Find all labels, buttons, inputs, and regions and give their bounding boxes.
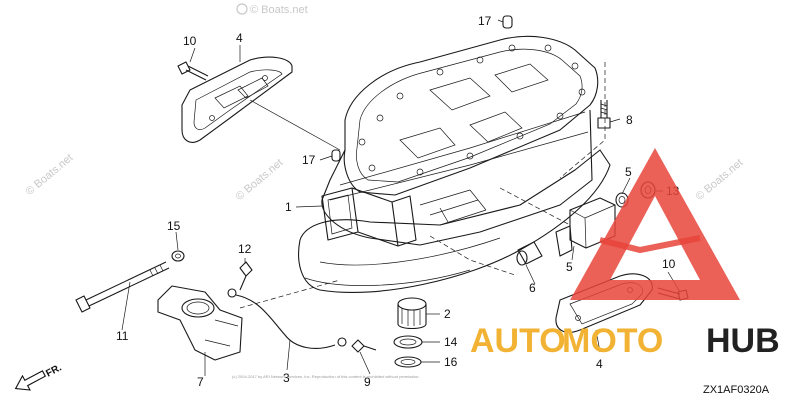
callout-9: 9 (364, 375, 371, 389)
long-bolt-11 (75, 261, 170, 313)
bolt-12 (239, 261, 253, 291)
cap-17-top (502, 15, 513, 29)
callout-17-left: 17 (302, 153, 316, 167)
front-label: FR. (44, 362, 64, 379)
bolt-9 (351, 339, 377, 353)
diagram-code: ZX1AF0320A (703, 384, 770, 396)
callout-15: 15 (167, 219, 181, 233)
callout-10-right: 10 (662, 257, 676, 271)
callout-10-top: 10 (183, 34, 197, 48)
plate-4-top (181, 56, 293, 143)
callout-6: 6 (529, 281, 536, 295)
bolt-10-top (177, 61, 209, 81)
callout-11: 11 (116, 329, 129, 343)
watermark-top: © Boats.net (236, 3, 308, 16)
washer-16 (394, 356, 422, 368)
watermark-middle-text: © Boats.net (234, 157, 286, 203)
automotohub-logo: AUTO MOTO HUB (470, 148, 780, 360)
callout-8: 8 (626, 113, 633, 127)
ground-cable-3 (227, 288, 347, 349)
watermark-right: © Boats.net (694, 157, 746, 203)
front-direction-arrow: FR. (14, 362, 64, 391)
callout-2: 2 (444, 307, 451, 321)
logo-triangle (570, 148, 740, 300)
callout-1: 1 (285, 200, 292, 214)
extension-case-assembly (239, 35, 611, 309)
callout-5-upper: 5 (625, 165, 632, 179)
washer-15 (171, 250, 185, 262)
watermark-right-text: © Boats.net (694, 157, 746, 203)
footer-fineprint: (c) 2004-2017 by ARI Network Services, I… (232, 374, 420, 379)
callout-17-top: 17 (478, 14, 492, 28)
callout-12: 12 (238, 242, 252, 256)
watermark-left: © Boats.net (24, 152, 76, 198)
logo-text-auto: AUTO (470, 322, 566, 360)
logo-text-hub: HUB (706, 322, 780, 360)
watermark-middle: © Boats.net (234, 157, 286, 203)
callout-5-lower: 5 (566, 260, 573, 274)
bracket-7 (157, 285, 243, 361)
logo-text-moto: MOTO (562, 322, 663, 360)
callout-16: 16 (444, 355, 458, 369)
watermark-top-text: © Boats.net (250, 4, 308, 16)
cap-17-left (331, 149, 341, 162)
bolt-8 (597, 100, 611, 129)
callout-4-top: 4 (236, 31, 243, 45)
seal-14 (393, 335, 423, 349)
bearing-2 (397, 297, 427, 330)
callout-4-bottom: 4 (596, 357, 603, 371)
watermark-left-text: © Boats.net (24, 152, 76, 198)
callout-3: 3 (283, 371, 290, 385)
bushing-6 (516, 241, 543, 266)
callout-7: 7 (197, 375, 204, 389)
callout-14: 14 (444, 335, 458, 349)
